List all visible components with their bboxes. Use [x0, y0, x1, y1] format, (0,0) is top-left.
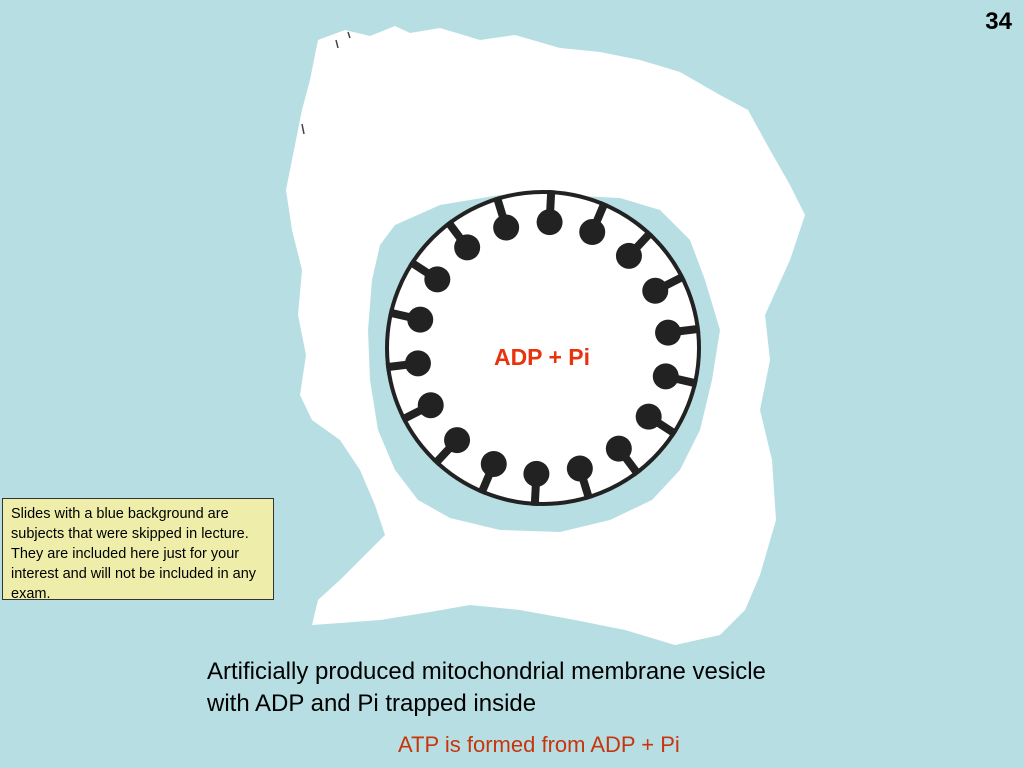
lipid-head: [444, 427, 471, 454]
lipid-head: [579, 219, 606, 246]
lipid-head: [642, 277, 669, 304]
lipid-head: [635, 403, 662, 430]
lipid-head: [417, 392, 444, 419]
membrane-lipids-group: [385, 190, 701, 506]
caption-line-1: Artificially produced mitochondrial memb…: [207, 658, 766, 685]
lipid-head: [523, 460, 550, 487]
torn-edge-specks: [301, 31, 351, 135]
lipid-head: [615, 242, 642, 269]
lipid-head: [404, 350, 431, 377]
lipid-head: [605, 435, 632, 462]
slide-number: 34: [985, 8, 1012, 35]
skipped-lecture-note: Slides with a blue background are subjec…: [2, 498, 274, 602]
lipid-head: [424, 266, 451, 293]
lipid-head: [480, 450, 507, 477]
adp-pi-label: ADP + Pi: [493, 344, 591, 370]
caption-line-2: with ADP and Pi trapped inside: [207, 690, 537, 717]
lipid-head: [454, 234, 481, 261]
lipid-head: [536, 209, 563, 236]
lipid-head: [652, 363, 679, 390]
lipid-head: [407, 306, 434, 333]
lipid-head: [655, 319, 682, 346]
vesicle-caption: Artificially produced mitochondrial memb…: [207, 656, 907, 720]
lipid-head: [566, 455, 593, 482]
vesicle-membrane: [385, 190, 701, 506]
atp-result-text: ATP is formed from ADP + Pi: [398, 732, 680, 757]
note-text: Slides with a blue background are subjec…: [11, 506, 257, 602]
lipid-head: [493, 214, 520, 241]
